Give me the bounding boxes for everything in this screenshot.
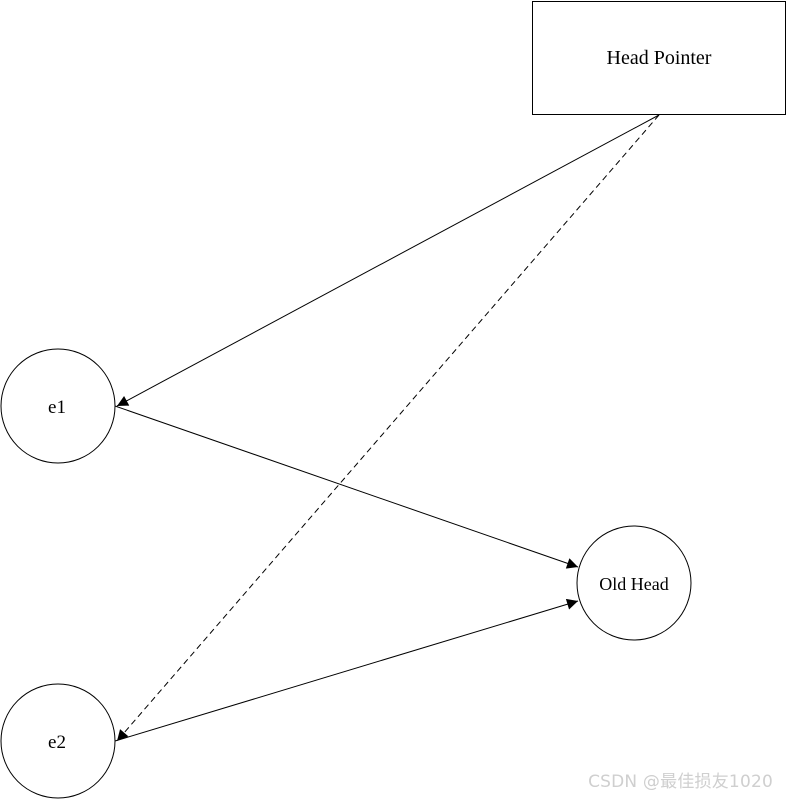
old-head-label: Old Head xyxy=(599,574,668,594)
head-pointer-box xyxy=(532,1,786,115)
head-pointer-label: Head Pointer xyxy=(607,47,712,69)
node-e1: e1 xyxy=(0,348,116,464)
edge-e2-to-old-head xyxy=(114,598,579,742)
edge-head-pointer-to-e1 xyxy=(116,114,660,407)
node-e2: e2 xyxy=(0,683,116,799)
node-head-pointer: Head Pointer xyxy=(532,1,786,115)
old-head-circle xyxy=(576,525,692,641)
watermark-text: CSDN @最佳损友1020 xyxy=(588,772,773,792)
e2-label: e2 xyxy=(48,732,66,753)
e1-label: e1 xyxy=(48,397,66,418)
e1-circle xyxy=(0,348,116,464)
edge-e1-to-old-head xyxy=(114,405,579,569)
node-old-head: Old Head xyxy=(576,525,692,641)
e2-circle xyxy=(0,683,116,799)
edge-head-pointer-to-e2 xyxy=(116,114,660,742)
